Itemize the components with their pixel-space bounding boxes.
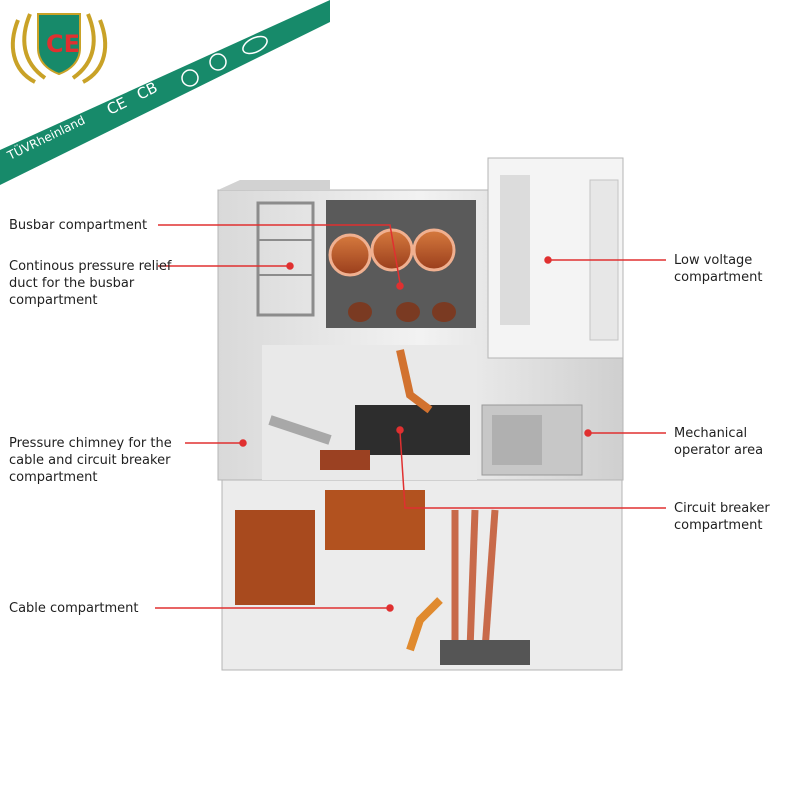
ct-block [325, 490, 425, 550]
label-mechanical-operator-area: Mechanical operator area [674, 425, 763, 459]
switchgear-cabinet [218, 158, 623, 670]
mechanism-plate [492, 415, 542, 465]
label-low-voltage-compartment: Low voltage compartment [674, 252, 762, 286]
company-logo: CE CHINA ELECTRICAL [13, 14, 105, 96]
cabinet-top-left [218, 180, 330, 190]
logo-mark: CE [46, 30, 80, 58]
insulator [396, 302, 420, 322]
leader-dot [397, 427, 403, 433]
leader-dot [545, 257, 551, 263]
label-busbar-compartment: Busbar compartment [9, 217, 147, 234]
busbar-bottle [414, 230, 454, 270]
insulator [348, 302, 372, 322]
leader-dot [585, 430, 591, 436]
ct-block [235, 510, 315, 605]
label-cable-compartment: Cable compartment [9, 600, 138, 617]
leader-dot [397, 283, 403, 289]
lv-rack [500, 175, 530, 325]
breaker-unit [355, 405, 470, 455]
logo-caption: CHINA ELECTRICAL [30, 89, 88, 96]
busbar-bottle [330, 235, 370, 275]
cable-clamp [440, 640, 530, 665]
leader-dot [240, 440, 246, 446]
leader-dot [287, 263, 293, 269]
bushing [320, 450, 370, 470]
insulator [432, 302, 456, 322]
leader-dot [387, 605, 393, 611]
label-circuit-breaker-compartment: Circuit breaker compartment [674, 500, 770, 534]
label-pressure-relief-duct: Continous pressure relief duct for the b… [9, 258, 171, 309]
label-pressure-chimney: Pressure chimney for the cable and circu… [9, 435, 172, 486]
cable [470, 510, 475, 650]
